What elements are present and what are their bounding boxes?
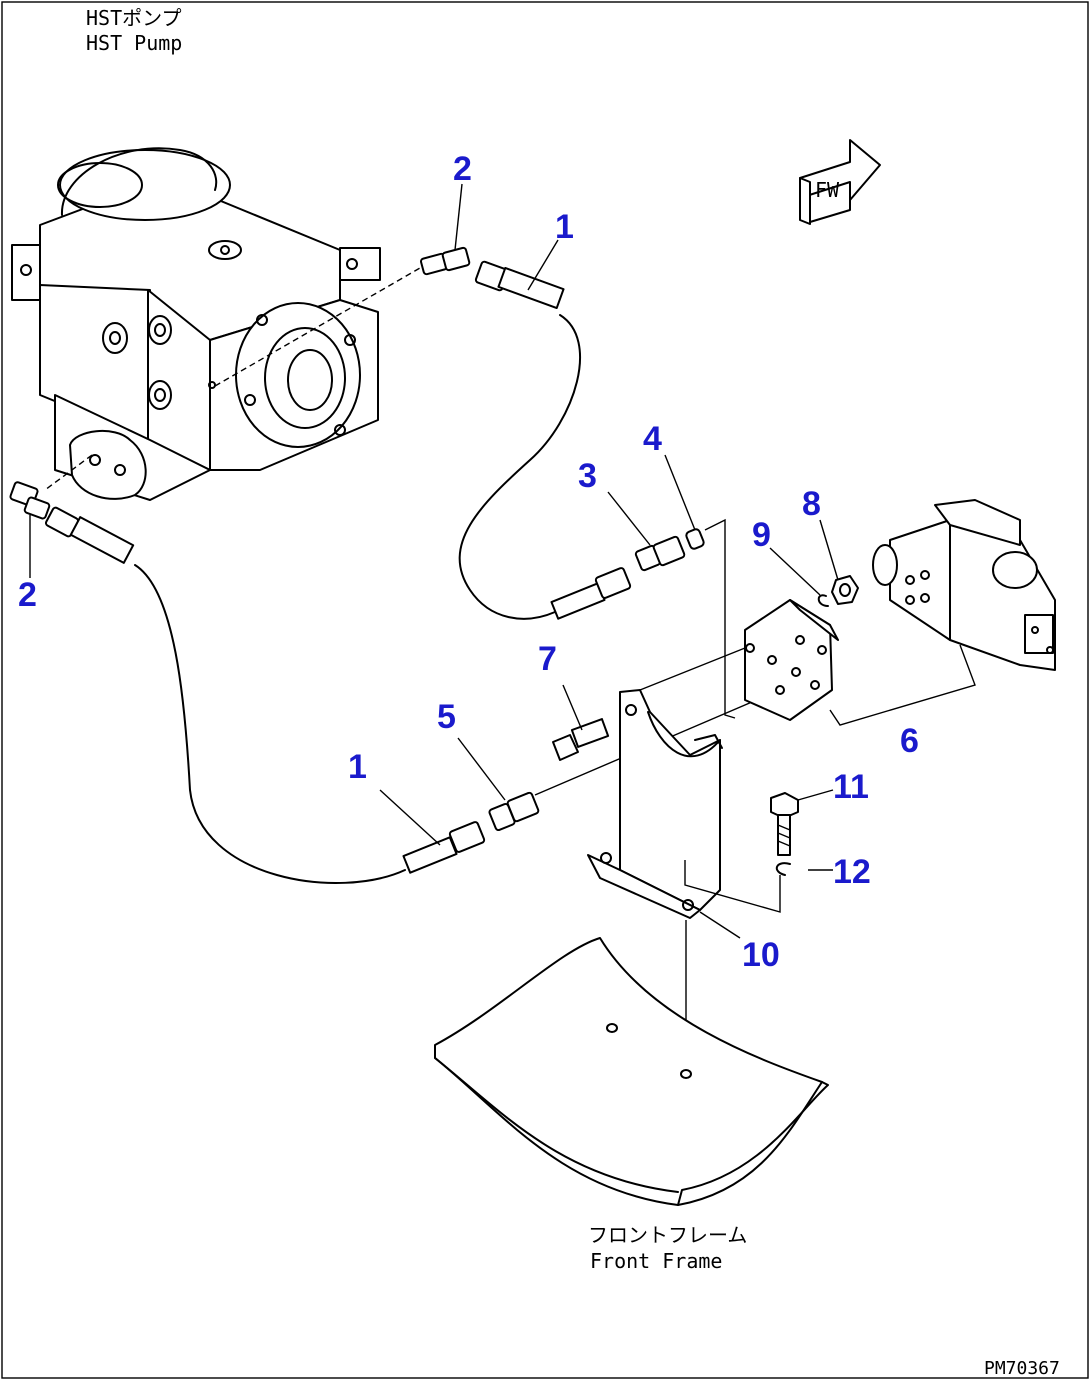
hose-upper-end bbox=[474, 260, 565, 309]
pump-label-en: HST Pump bbox=[86, 31, 182, 55]
callout-11: 11 bbox=[833, 768, 869, 806]
leader-callout-8 bbox=[819, 519, 839, 581]
elbow-fitting-lower bbox=[9, 481, 51, 520]
elbow-fitting-upper bbox=[420, 246, 471, 276]
callout-1-upper: 1 bbox=[555, 208, 574, 246]
leader-callout-3 bbox=[607, 491, 651, 546]
leader-callout-7 bbox=[562, 684, 583, 731]
hose-lower-end bbox=[402, 821, 486, 874]
front-frame bbox=[434, 937, 829, 1206]
leader-callout-4 bbox=[664, 454, 696, 531]
callout-6: 6 bbox=[900, 722, 919, 760]
forward-label: FW bbox=[815, 178, 840, 202]
callout-8: 8 bbox=[802, 485, 821, 523]
callout-2-lower: 2 bbox=[18, 576, 37, 614]
callout-9: 9 bbox=[752, 516, 771, 554]
hst-pump bbox=[11, 147, 381, 501]
leader-callout-1-lower bbox=[379, 789, 441, 846]
drawing-number: PM70367 bbox=[984, 1358, 1060, 1379]
washer-12 bbox=[775, 862, 791, 876]
hose-upper bbox=[458, 314, 582, 620]
forward-arrow-icon: FW bbox=[799, 139, 881, 225]
pump-label-jp: HSTポンプ bbox=[86, 6, 182, 30]
callout-1-lower: 1 bbox=[348, 748, 367, 786]
callout-10: 10 bbox=[742, 936, 780, 974]
solenoid-valve bbox=[872, 499, 1056, 671]
hose-upper-lower-end bbox=[550, 567, 632, 620]
connector-fitting-5 bbox=[488, 791, 540, 832]
leader-callout-5 bbox=[457, 737, 506, 801]
valve-subplate bbox=[744, 599, 839, 721]
callout-2-upper: 2 bbox=[453, 150, 472, 188]
leader-6 bbox=[829, 644, 976, 726]
callout-7: 7 bbox=[538, 640, 557, 678]
mounting-bracket bbox=[587, 689, 723, 919]
leader-callout-11 bbox=[797, 789, 834, 801]
o-ring-4 bbox=[685, 528, 705, 550]
frame-label-jp: フロントフレーム bbox=[588, 1223, 747, 1247]
leader-callout-10 bbox=[699, 911, 741, 939]
leader-4 bbox=[704, 518, 736, 719]
leader-callout-1-upper bbox=[527, 239, 559, 291]
leader-12 bbox=[684, 860, 781, 913]
connector-fitting-3 bbox=[634, 535, 686, 572]
leader-block-bracket bbox=[639, 647, 746, 691]
bolt-11 bbox=[770, 792, 799, 856]
leader-callout-9 bbox=[769, 547, 821, 596]
frame-label-en: Front Frame bbox=[590, 1249, 722, 1273]
nut-8 bbox=[831, 575, 859, 605]
callout-12: 12 bbox=[833, 853, 871, 891]
callout-3: 3 bbox=[578, 457, 597, 495]
callout-5: 5 bbox=[437, 698, 456, 736]
washer-9 bbox=[817, 594, 829, 607]
bolt-7 bbox=[552, 718, 610, 761]
hose-lower-start bbox=[45, 506, 135, 564]
callout-4: 4 bbox=[643, 420, 662, 458]
leader-callout-2-upper bbox=[454, 183, 463, 251]
hose-lower bbox=[134, 564, 406, 884]
